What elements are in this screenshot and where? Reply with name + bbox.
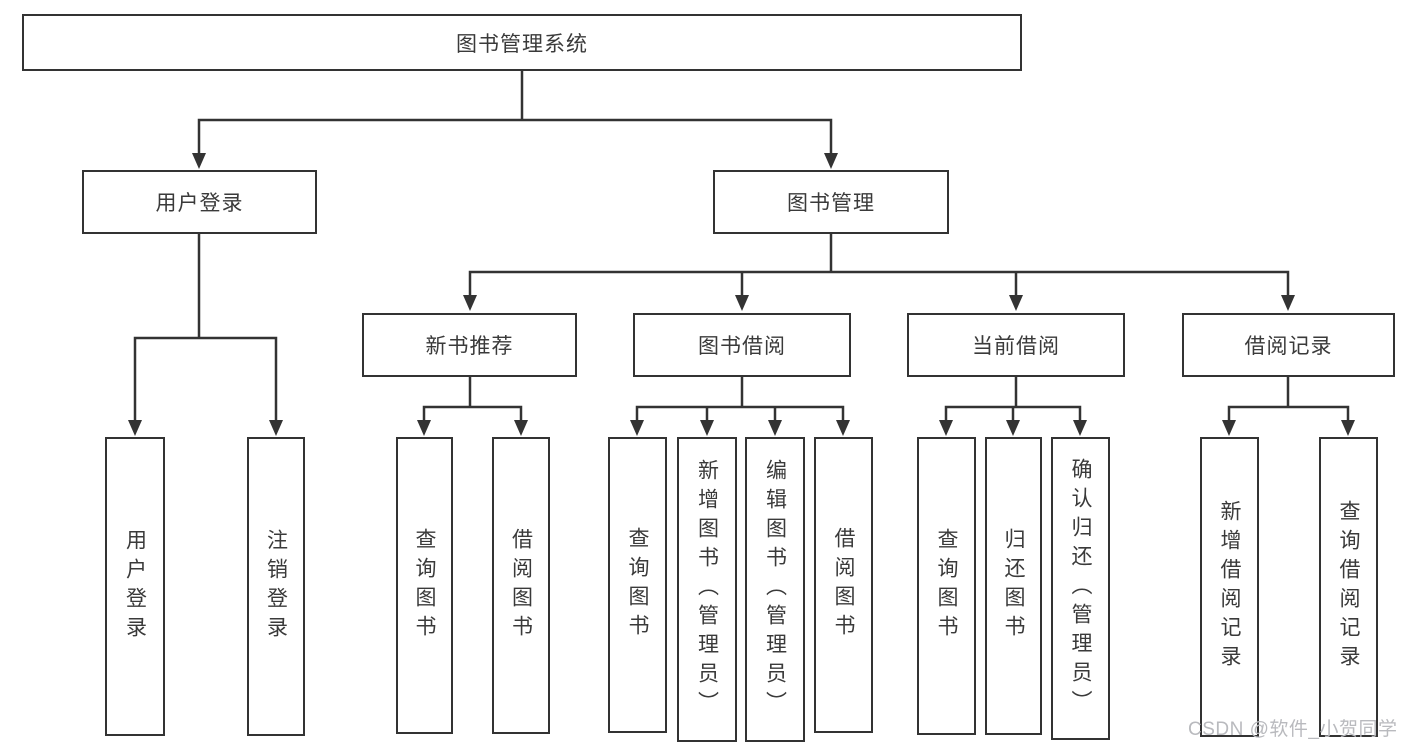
node-root-label: 图书管理系统 (456, 32, 588, 56)
leaf-logout: 注销登录 (247, 437, 305, 736)
node-new-book-recommend: 新书推荐 (362, 313, 577, 377)
leaf-recommend-borrow-books: 借阅图书 (492, 437, 550, 734)
node-book-management: 图书管理 (713, 170, 949, 234)
node-book-borrow: 图书借阅 (633, 313, 851, 377)
node-current-borrow: 当前借阅 (907, 313, 1125, 377)
node-book-borrow-label: 图书借阅 (698, 335, 786, 358)
arrowhead-icons (128, 153, 1355, 436)
node-current-borrow-label: 当前借阅 (972, 335, 1060, 358)
node-borrow-records: 借阅记录 (1182, 313, 1395, 377)
csdn-watermark: CSDN @软件_小贺同学 (1188, 719, 1398, 740)
leaf-current-query-books: 查询图书 (917, 437, 976, 735)
node-borrow-records-label: 借阅记录 (1244, 335, 1333, 358)
leaf-borrow-add-books-admin: 新增图书（管理员） (677, 437, 737, 742)
node-new-book-recommend-label: 新书推荐 (425, 335, 514, 358)
leaf-recommend-query-books: 查询图书 (396, 437, 453, 734)
leaf-borrow-borrow-books: 借阅图书 (814, 437, 873, 733)
leaf-records-add-record: 新增借阅记录 (1200, 437, 1259, 737)
node-root-system: 图书管理系统 (22, 14, 1022, 71)
node-user-login-label: 用户登录 (155, 192, 244, 215)
node-book-management-label: 图书管理 (787, 192, 875, 215)
leaf-borrow-query-books: 查询图书 (608, 437, 667, 733)
leaf-borrow-edit-books-admin: 编辑图书（管理员） (745, 437, 805, 742)
leaf-user-login: 用户登录 (105, 437, 165, 736)
leaf-current-return-books: 归还图书 (985, 437, 1042, 735)
leaf-records-query-record: 查询借阅记录 (1319, 437, 1378, 737)
leaf-current-confirm-return-admin: 确认归还（管理员） (1051, 437, 1110, 740)
node-user-login: 用户登录 (82, 170, 317, 234)
